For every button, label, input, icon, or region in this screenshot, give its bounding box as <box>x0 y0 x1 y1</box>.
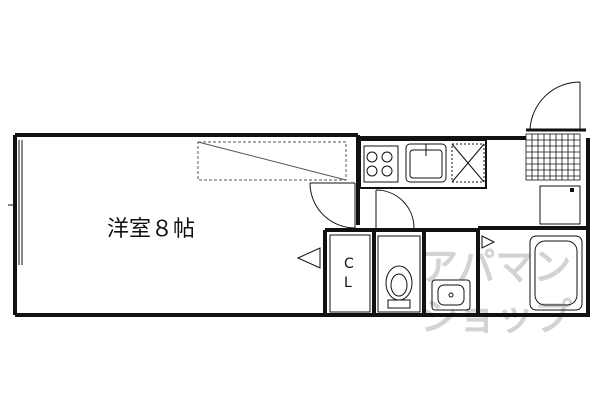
washing-machine-space-icon <box>451 143 485 183</box>
bathtub-icon <box>529 235 583 311</box>
watermark-line1: アパマン <box>420 245 571 289</box>
entrance <box>525 133 581 225</box>
closet-door-icon <box>296 247 321 269</box>
stove-burners-icon <box>363 145 399 183</box>
sink-icon <box>405 143 447 183</box>
storage-shelf <box>197 141 347 181</box>
closet-label-l: L <box>344 275 352 291</box>
door-swing-icon <box>309 182 356 229</box>
western-room-label: 洋室８帖 <box>107 217 195 242</box>
entrance-tile-grid <box>525 133 581 181</box>
door-swing-icon <box>375 189 415 229</box>
toilet-room <box>377 235 421 313</box>
washroom <box>431 279 471 311</box>
closet-label-c: C <box>344 256 354 272</box>
bathroom <box>481 235 583 311</box>
door-swing-icon <box>526 81 586 132</box>
interior-walls <box>323 226 588 315</box>
kitchen-counter <box>359 139 487 189</box>
toilet-icon <box>385 265 413 309</box>
watermark: アパマン ショップ <box>420 245 572 339</box>
balcony-window-icon <box>8 140 23 265</box>
closet: C L <box>296 234 371 313</box>
shoe-cabinet-marker <box>570 188 574 192</box>
bath-door-icon <box>481 235 496 249</box>
wash-basin-icon <box>431 279 471 311</box>
shoe-cabinet <box>539 185 581 225</box>
western-room: 洋室８帖 <box>107 217 195 242</box>
